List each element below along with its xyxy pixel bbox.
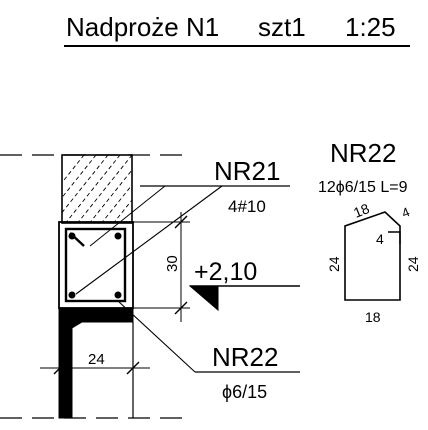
leader-nr22: NR22 ϕ6/15 [117, 300, 300, 402]
title-block: Nadproże N1 szt1 1:25 [64, 12, 410, 47]
level-triangle [188, 285, 219, 312]
dim-width-tick-left [53, 361, 67, 375]
wall-section [0, 154, 185, 419]
stirrup-outline [64, 227, 127, 303]
detail-stirrup-hook [388, 231, 401, 244]
detail-stirrup-shape [344, 211, 401, 301]
detail-dim-right: 24 [405, 256, 421, 272]
nr21-spec: 4#10 [228, 197, 266, 216]
stirrup-detail: NR22 12ϕ6/15 L=9 18 4 4 24 24 18 [318, 138, 421, 325]
nr22-leader [117, 300, 196, 373]
detail-dim-left: 24 [326, 256, 342, 272]
dim-width-text: 24 [88, 351, 105, 368]
rebar-bottom-left [68, 291, 76, 299]
masonry-hatch [62, 155, 132, 223]
detail-dim-bottom: 18 [365, 309, 381, 325]
dimension-height: 30 [133, 212, 190, 322]
rebar-top-left [68, 232, 76, 240]
nr21-leader-2 [89, 185, 166, 247]
masonry-block [61, 154, 133, 224]
level-text: +2,10 [194, 258, 257, 286]
rebar-bottom-right [114, 291, 122, 299]
dimension-width: 24 [40, 351, 150, 375]
dim-height-text: 30 [164, 255, 181, 272]
detail-spec: 12ϕ6/15 L=9 [318, 179, 408, 196]
dim-height-tick-bottom [174, 301, 188, 315]
rebar-top-right [114, 232, 122, 240]
title-quantity: szt1 [258, 12, 306, 42]
window-frame [58, 307, 134, 419]
detail-dim-hook: 4 [400, 204, 412, 221]
title-name: Nadproże N1 [66, 12, 219, 42]
nr21-title: NR21 [214, 156, 280, 186]
nr21-leader [75, 185, 223, 295]
leader-nr21: NR21 4#10 [75, 156, 290, 295]
dim-height-tick-top [174, 215, 188, 229]
nr22-title: NR22 [212, 342, 278, 372]
dim-width-tick-right [126, 361, 140, 375]
title-scale: 1:25 [345, 12, 396, 42]
detail-dim-inner: 4 [376, 231, 384, 247]
nr22-spec: ϕ6/15 [222, 382, 267, 402]
level-mark: +2,10 [188, 258, 300, 312]
detail-dim-top: 18 [351, 200, 372, 221]
detail-title: NR22 [330, 138, 396, 168]
